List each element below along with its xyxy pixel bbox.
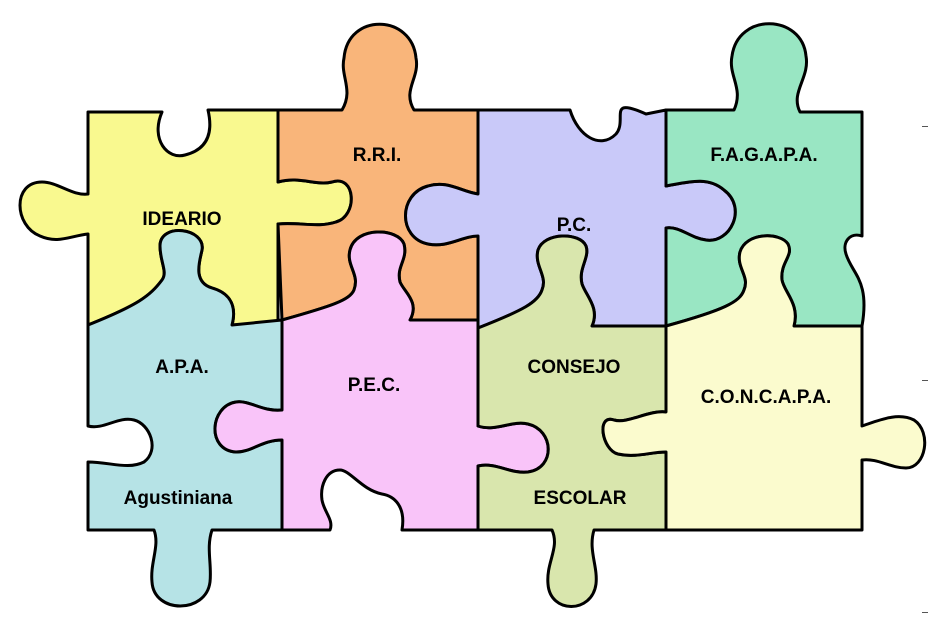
edge-fragment: [922, 126, 928, 127]
label-consejo: CONSEJO: [528, 357, 621, 378]
label-concapa: C.O.N.C.A.P.A.: [701, 387, 832, 408]
label-apa: A.P.A.: [155, 357, 209, 378]
label-agustiniana: Agustiniana: [124, 488, 233, 509]
label-pec: P.E.C.: [348, 375, 400, 396]
label-pc: P.C.: [557, 215, 592, 236]
edge-fragment: [922, 612, 928, 613]
label-rri: R.R.I.: [353, 145, 402, 166]
label-escolar: ESCOLAR: [534, 488, 627, 509]
label-fagapa: F.A.G.A.P.A.: [710, 145, 817, 166]
puzzle-piece-concapa: [601, 234, 927, 532]
edge-fragment: [922, 380, 928, 381]
label-ideario: IDEARIO: [142, 209, 221, 230]
